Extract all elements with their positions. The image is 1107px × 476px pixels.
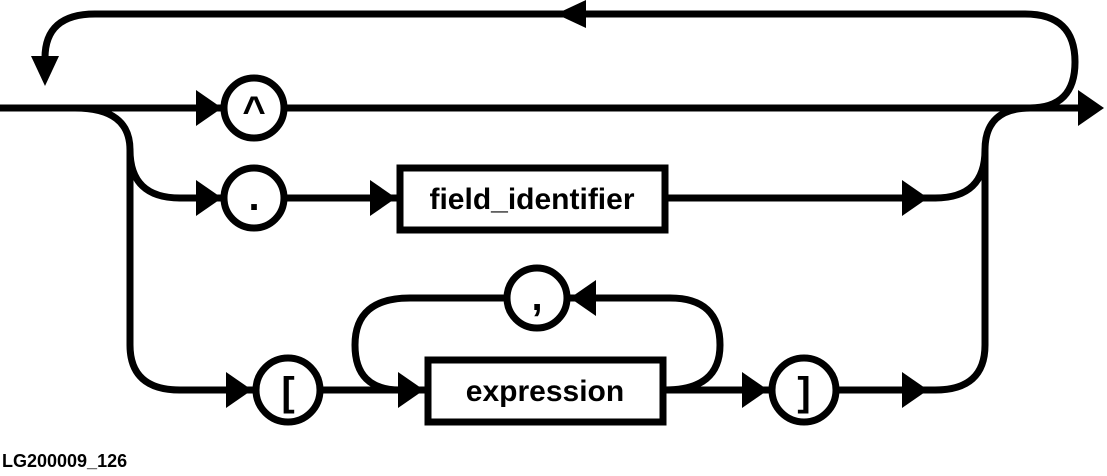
right-bracket-arrow	[742, 372, 768, 408]
left-bracket-terminal	[252, 354, 324, 426]
exit-arrow	[1078, 90, 1104, 126]
left-branch-to-dot	[126, 146, 184, 202]
dot-terminal	[220, 164, 288, 232]
loop-return-arrow	[31, 56, 59, 86]
caret-terminal	[220, 74, 288, 142]
right-bracket-label: ]	[797, 370, 810, 414]
right-merge-line	[931, 104, 1034, 394]
figure-id: LG200009_126	[2, 451, 128, 471]
dot-label: .	[248, 175, 259, 219]
repeat-loop-arrow	[556, 0, 586, 28]
expression-label: expression	[466, 375, 624, 408]
field-identifier-box	[396, 164, 669, 234]
repeat-loop	[41, 10, 1079, 112]
right-merge-from-field	[931, 146, 989, 202]
expression-box	[424, 356, 667, 426]
field-identifier-exit-arrow	[902, 180, 928, 216]
field-identifier-arrow	[370, 180, 396, 216]
field-identifier-label: field_identifier	[429, 183, 634, 216]
left-branch-line	[71, 104, 184, 394]
comma-label: ,	[531, 275, 542, 319]
caret-arrow	[196, 90, 222, 126]
caret-label: ^	[242, 89, 265, 133]
expression-arrow	[398, 372, 424, 408]
comma-loop-arrow	[570, 280, 596, 316]
bracket-exit-arrow	[902, 372, 928, 408]
right-bracket-terminal	[768, 354, 840, 426]
left-bracket-arrow	[226, 372, 252, 408]
dot-arrow	[196, 180, 222, 216]
left-bracket-label: [	[281, 370, 294, 414]
comma-terminal	[503, 264, 571, 332]
